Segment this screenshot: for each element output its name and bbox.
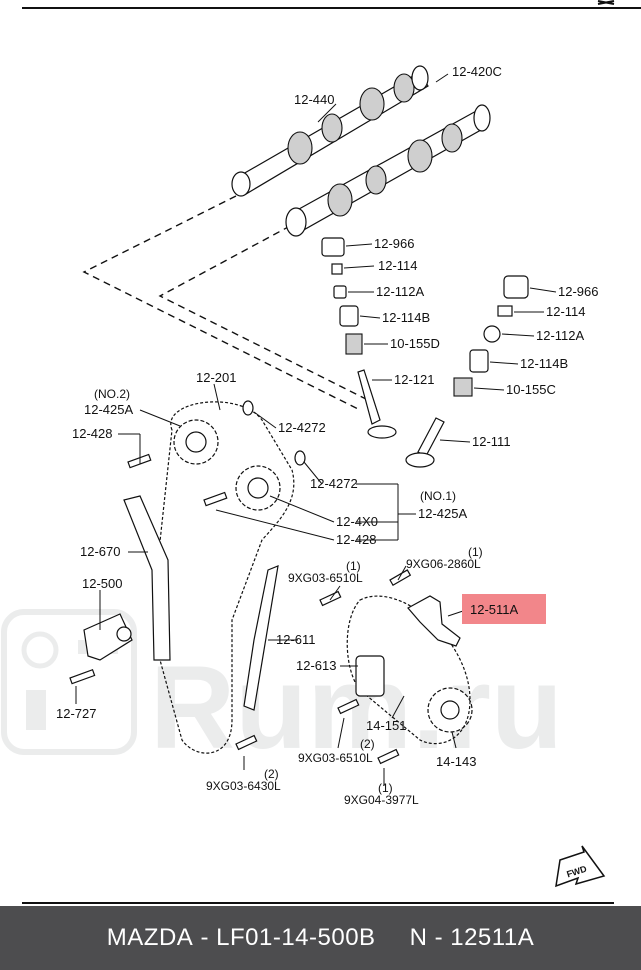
footer-separator-2: N - (409, 924, 451, 951)
footer-ref-number: 12511A (450, 924, 535, 951)
camshaft-12-440 (231, 65, 429, 197)
label-12-114b-a: 12-114B (382, 310, 430, 325)
label-12-440: 12-440 (294, 92, 334, 107)
sprocket-no2 (173, 419, 219, 465)
label-12-425a-2: 12-425A (418, 506, 467, 521)
close-icon[interactable] (597, 0, 615, 5)
dashed-reference-lines (82, 195, 373, 411)
footer-brand: MAZDA (106, 924, 194, 951)
label-14-151: 14-151 (366, 718, 406, 733)
label-12-4272-a: 12-4272 (278, 420, 326, 435)
footer-separator-1: - (193, 924, 217, 951)
label-12-727: 12-727 (56, 706, 96, 721)
valve-train-exhaust (405, 275, 529, 468)
fwd-arrow-icon: FWD (555, 845, 606, 888)
timing-chain (157, 401, 295, 754)
label-9xg03-6430l: 9XG03-6430L (206, 779, 281, 793)
label-12-420c: 12-420C (452, 64, 502, 79)
valve-train-intake (321, 237, 397, 439)
label-12-114b-b: 12-114B (520, 356, 568, 371)
label-no1: (NO.1) (420, 489, 456, 503)
camshaft-12-420c (285, 104, 491, 237)
footer-bar: MAZDA - LF01-14-500B N - 12511A (0, 906, 641, 970)
label-12-114-a: 12-114 (378, 258, 418, 273)
label-12-4x0: 12-4X0 (336, 514, 378, 529)
footer-part-number: LF01-14-500B (216, 924, 376, 951)
label-9xg03-6430l-qty: (2) (264, 767, 279, 781)
label-12-112a-b: 12-112A (536, 328, 585, 343)
label-12-428-2: 12-428 (336, 532, 376, 547)
bolts (69, 400, 412, 765)
label-10-155d: 10-155D (390, 336, 440, 351)
label-10-155c: 10-155C (506, 382, 556, 397)
label-9xg03-6510l-a-qty: (1) (346, 559, 361, 573)
sprocket-no1 (235, 465, 281, 511)
label-12-670: 12-670 (80, 544, 120, 559)
chain-guide-12-670 (123, 495, 171, 661)
label-9xg06-2860l: 9XG06-2860L (406, 557, 481, 571)
label-12-966-b: 12-966 (558, 284, 598, 299)
chain-guide-12-611 (243, 565, 279, 711)
label-12-114-b: 12-114 (546, 304, 586, 319)
label-12-613: 12-613 (296, 658, 336, 673)
label-12-425a-1: 12-425A (84, 402, 133, 417)
label-12-121: 12-121 (394, 372, 434, 387)
chain-guide-12-613 (355, 655, 385, 697)
label-12-500: 12-500 (82, 576, 122, 591)
label-9xg04-3977l-qty: (1) (378, 781, 393, 795)
label-12-428-1: 12-428 (72, 426, 112, 441)
crank-sprocket (427, 687, 473, 733)
label-12-112a-a: 12-112A (376, 284, 425, 299)
label-12-201: 12-201 (196, 370, 236, 385)
label-9xg03-6510l-a: 9XG03-6510L (288, 571, 363, 585)
label-9xg06-2860l-qty: (1) (468, 545, 483, 559)
label-12-511a: 12-511A (470, 602, 519, 617)
parts-diagram: Rum.ru (1, 0, 641, 904)
label-12-4272-b: 12-4272 (310, 476, 358, 491)
label-14-143: 14-143 (436, 754, 476, 769)
tensioner-arm-12-511a (407, 595, 461, 647)
label-9xg04-3977l: 9XG04-3977L (344, 793, 419, 807)
highlight-box (462, 594, 546, 624)
label-12-966-a: 12-966 (374, 236, 414, 251)
label-12-111: 12-111 (472, 434, 511, 449)
tensioner-12-500 (83, 613, 133, 661)
label-12-611: 12-611 (276, 632, 316, 647)
label-9xg03-6510l-b: 9XG03-6510L (298, 751, 373, 765)
label-9xg04-3977l-qty-top: (2) (360, 737, 375, 751)
label-no2: (NO.2) (94, 387, 130, 401)
